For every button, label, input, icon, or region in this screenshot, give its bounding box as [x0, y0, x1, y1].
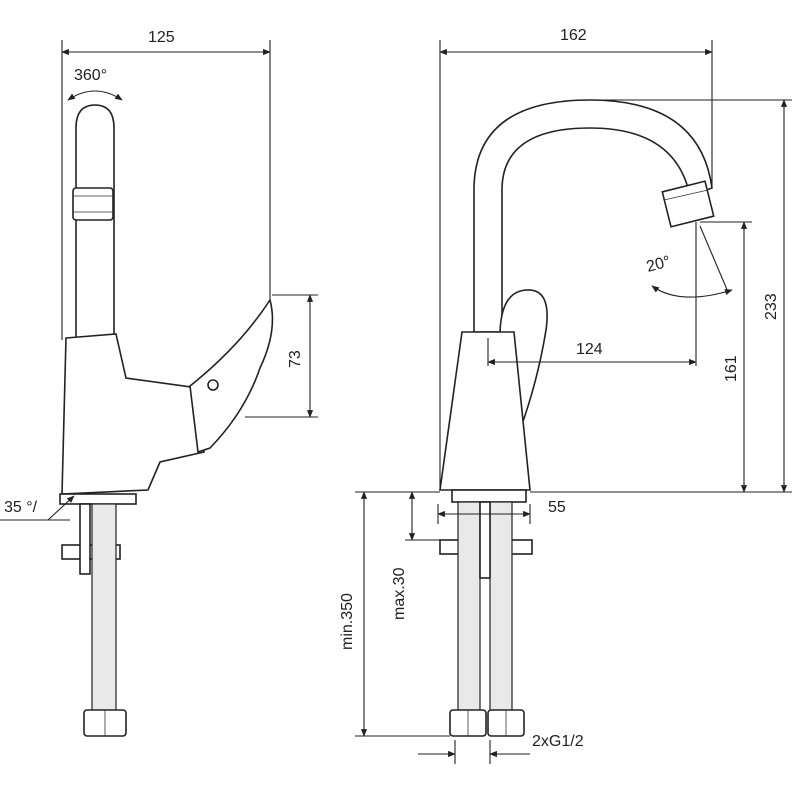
- dim-base-dia: 55: [548, 499, 566, 516]
- dim-outlet-height: 161: [723, 355, 740, 382]
- dim-width-side: 125: [148, 29, 175, 46]
- front-outlet: [661, 180, 715, 228]
- dim-connection: 2xG1/2: [532, 733, 584, 750]
- dim-mount-angle: 35 °/: [4, 499, 38, 516]
- front-hose-left: [457, 501, 481, 715]
- dim-min-hose: min.350: [339, 593, 356, 650]
- side-view: 125 360° 73 35 °/: [0, 29, 318, 737]
- dim-max-thickness: max.30: [391, 567, 408, 620]
- dim-rotation: 360°: [74, 67, 107, 84]
- side-aerator: [72, 187, 114, 221]
- dim-spout-reach: 124: [576, 341, 603, 358]
- side-hose: [91, 503, 117, 715]
- rotation-arrow-icon: [67, 90, 123, 101]
- front-stud: [479, 501, 491, 579]
- side-stud: [79, 503, 91, 575]
- side-spout-column: [75, 104, 115, 341]
- front-hose-right: [489, 501, 513, 715]
- side-lever-handle: [189, 298, 274, 454]
- spout-angle-arc-icon: [651, 285, 733, 298]
- dim-lever-height: 73: [287, 350, 304, 368]
- dim-spout-height: 233: [763, 293, 780, 320]
- front-mounting-plate: [451, 489, 527, 503]
- front-faucet-body: [439, 331, 531, 491]
- dim-spout-angle: 20°: [645, 253, 673, 276]
- front-view: 162 233 161 20° 124 55 max.30 min.3: [339, 27, 792, 764]
- side-faucet-body: [61, 333, 205, 495]
- front-gooseneck-spout: [473, 99, 713, 333]
- dim-width-front: 162: [560, 27, 587, 44]
- side-lever-pin: [207, 379, 219, 391]
